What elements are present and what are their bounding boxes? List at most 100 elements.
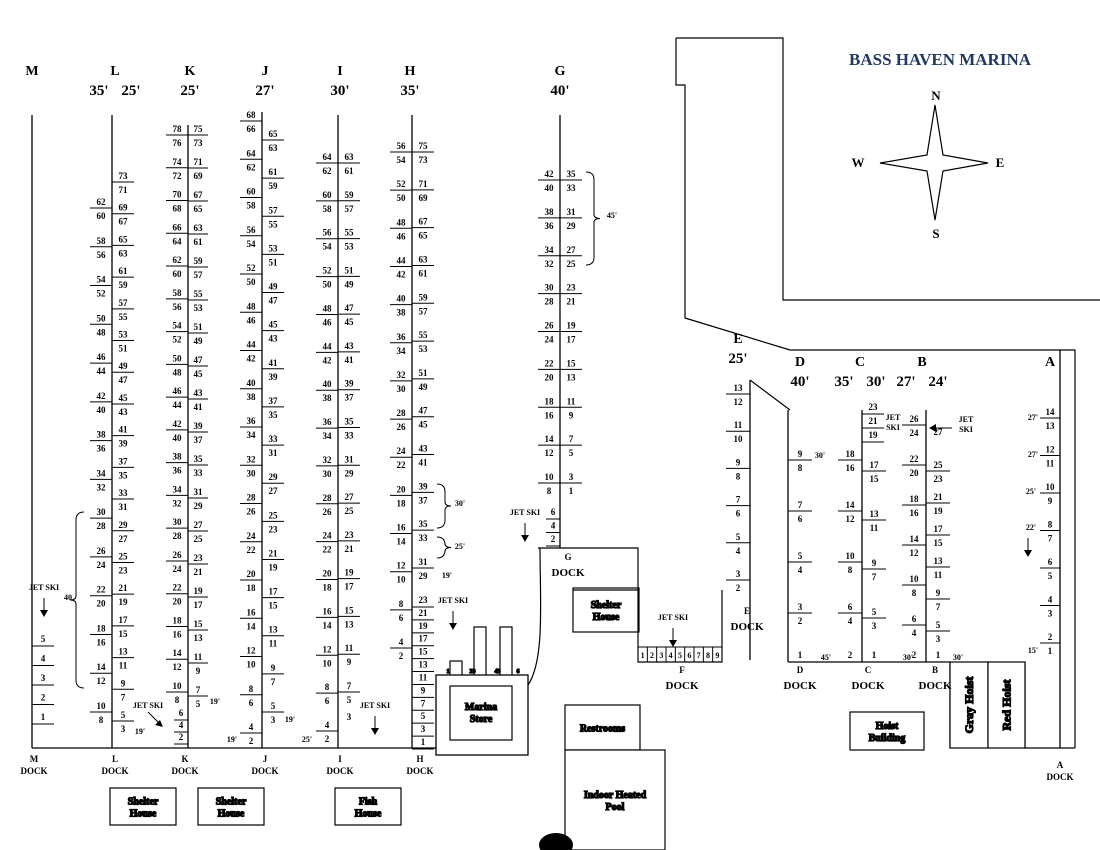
- slip-number: 54: [97, 275, 107, 285]
- slip-number: 56: [173, 302, 183, 312]
- slip-number: 57: [269, 205, 279, 215]
- map-note: JET SKI: [360, 701, 390, 735]
- slip-size-label: 30': [330, 83, 349, 99]
- slip-number: 45: [194, 369, 204, 379]
- slip-number: 62: [323, 166, 333, 176]
- slip-number: 16: [97, 637, 107, 647]
- slip-number: 31: [419, 557, 429, 567]
- slip-number: 56: [323, 228, 333, 238]
- slip-number: 18: [397, 498, 407, 508]
- slip-number: 29: [269, 472, 279, 482]
- slip-number: 75: [194, 124, 204, 134]
- slip-pair: 21: [1040, 632, 1060, 656]
- slip-number: 50: [247, 277, 257, 287]
- slip-pair: 43: [1040, 595, 1060, 619]
- slip-number: 29: [345, 468, 355, 478]
- slip-number: 35: [419, 519, 429, 529]
- slip-size-label: 35': [834, 374, 853, 390]
- slip-number: 13: [1046, 421, 1056, 431]
- slip-size-label: 35': [89, 83, 108, 99]
- dock-letter: L: [110, 64, 119, 79]
- slip-number: 70: [173, 190, 183, 200]
- slip-number: 65: [194, 204, 204, 214]
- slip-number: 32: [397, 370, 407, 380]
- slip-number: 9: [347, 657, 352, 667]
- slip-number: 10: [173, 681, 183, 691]
- dock-name-label: DOCK: [1047, 772, 1074, 782]
- slip-number: 7: [569, 434, 574, 444]
- slip-number: 9: [569, 410, 574, 420]
- red-hoist-outline: [987, 661, 1026, 749]
- slip-number: 10: [846, 551, 856, 561]
- slip-number: 75: [419, 141, 429, 151]
- slip-number: 20: [397, 484, 407, 494]
- slip-number: 24: [247, 531, 257, 541]
- slip-number: 63: [194, 223, 204, 233]
- slip-number: 63: [119, 248, 129, 258]
- slip-number: 17: [934, 524, 944, 534]
- slip-number: 29: [119, 520, 129, 530]
- dock-name-label: DOCK: [407, 766, 434, 776]
- size-note: 25': [455, 542, 465, 551]
- slip-number: 8: [399, 599, 404, 609]
- slip-number: 69: [419, 193, 429, 203]
- slip-number: 10: [97, 701, 107, 711]
- slip-pair: 109: [1040, 482, 1060, 506]
- slip-pair: 31: [560, 472, 582, 496]
- slip-pair: 119: [338, 643, 360, 667]
- slip-number: 31: [194, 487, 204, 497]
- slip-number: 26: [910, 414, 920, 424]
- slip-number: 65: [119, 234, 129, 244]
- slip-number: 5: [498, 669, 501, 675]
- dock-name-label: DOCK: [919, 680, 952, 692]
- slip-number: 26: [545, 321, 555, 331]
- size-note: 30': [815, 451, 825, 460]
- slip-number: 36: [323, 417, 333, 427]
- slip-pair: 98: [726, 457, 750, 481]
- size-note: 19': [285, 715, 295, 724]
- slip-number: 38: [247, 392, 257, 402]
- slip-pair: 97: [112, 678, 134, 702]
- slip-number: 59: [269, 181, 279, 191]
- slip-number: 55: [345, 228, 355, 238]
- slip-number: 8: [325, 682, 330, 692]
- slip-number: 59: [345, 190, 355, 200]
- slip-size-label: 25': [180, 83, 199, 99]
- slip-number: 45: [119, 393, 129, 403]
- slip-number: 9: [872, 558, 877, 568]
- slip-number: 30: [97, 507, 107, 517]
- slip-number: 61: [419, 268, 429, 278]
- slip-number: 66: [173, 222, 183, 232]
- slip-number: 64: [247, 148, 257, 158]
- slip-number: 14: [397, 537, 407, 547]
- slip-number: 25: [934, 460, 944, 470]
- slip-number: 60: [247, 187, 257, 197]
- slip-number: 8: [1048, 520, 1053, 530]
- slip-number: 1: [447, 669, 450, 675]
- slip-number: 17: [419, 634, 429, 644]
- slip-number: 66: [247, 124, 257, 134]
- slip-number: 4: [736, 546, 741, 556]
- slip-number: 33: [194, 468, 204, 478]
- map-note: JET SKI: [438, 596, 468, 630]
- slip-pair: 75: [338, 681, 360, 705]
- entrance-marker: [539, 833, 573, 850]
- slip-number: 32: [247, 454, 257, 464]
